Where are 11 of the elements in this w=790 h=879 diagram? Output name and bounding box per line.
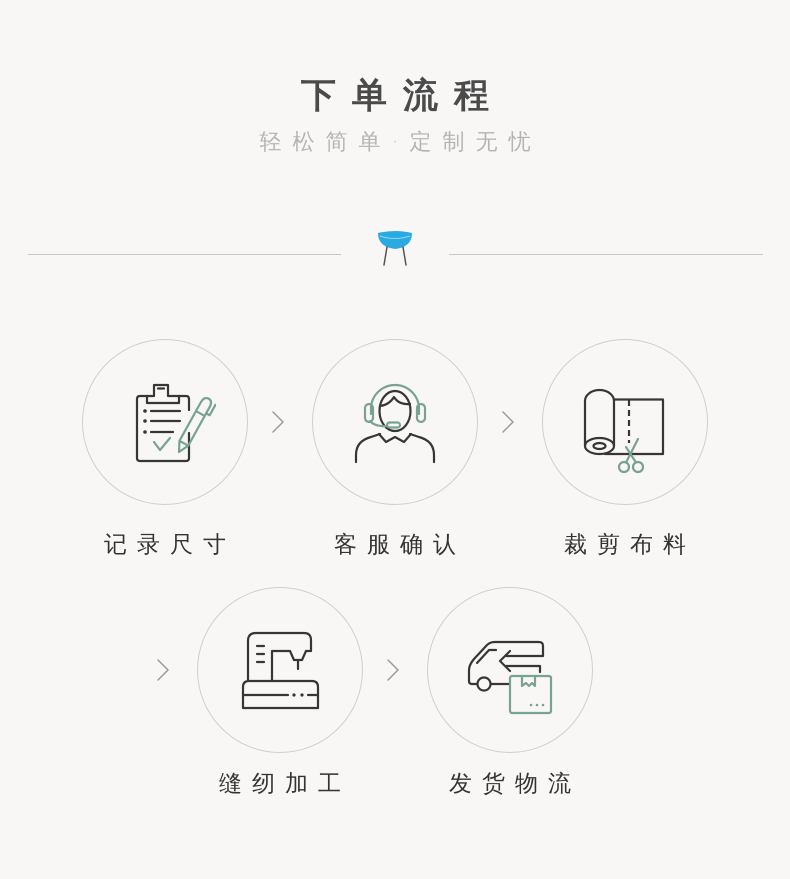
chevron-arrow [502,411,514,433]
chevron-arrow [387,659,399,681]
subtitle: 轻松简单·定制无忧 [260,130,542,155]
step-label: 记录尺寸 [104,532,236,558]
step-label: 缝纫加工 [219,771,351,798]
title: 下单流程 [301,76,505,116]
step-label: 裁剪布料 [564,532,696,558]
step-label: 客服确认 [334,532,466,558]
step-label: 发货物流 [449,771,581,798]
chevron-arrow [272,411,284,433]
chevron-arrow [157,659,169,681]
